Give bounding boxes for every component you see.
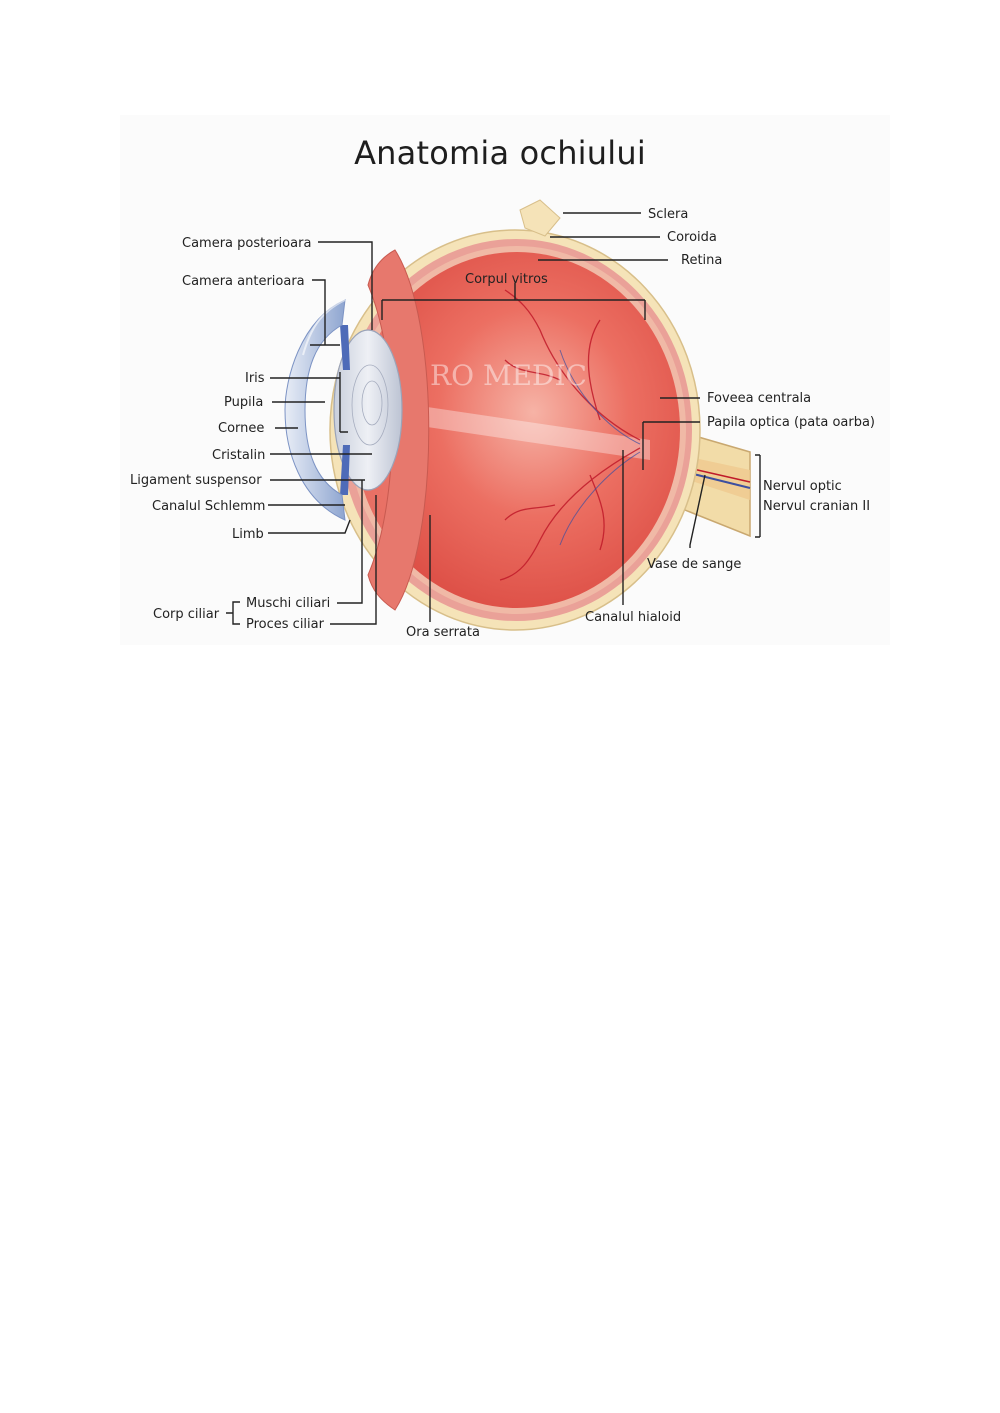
cutaway-notch	[519, 199, 561, 237]
label-nervul-cranian: Nervul cranian II	[763, 499, 870, 514]
label-ora-serrata: Ora serrata	[406, 625, 480, 640]
label-pupila: Pupila	[224, 395, 263, 410]
lens-rings	[351, 364, 389, 446]
label-corpul-vitros: Corpul vitros	[465, 272, 548, 287]
label-ligament-suspensor: Ligament suspensor	[130, 473, 262, 488]
label-cristalin: Cristalin	[212, 448, 265, 463]
label-retina: Retina	[681, 253, 722, 268]
cornea	[284, 299, 346, 521]
label-papila-optica: Papila optica (pata oarba)	[707, 415, 875, 430]
label-canalul-hialoid: Canalul hialoid	[585, 610, 681, 625]
label-foveea-centrala: Foveea centrala	[707, 391, 811, 406]
label-canalul-schlemm: Canalul Schlemm	[152, 499, 265, 514]
label-proces-ciliar: Proces ciliar	[246, 617, 325, 632]
label-muschi-ciliari: Muschi ciliari	[246, 596, 330, 611]
label-camera-anterioara: Camera anterioara	[182, 274, 305, 289]
page-title: Anatomia ochiului	[354, 134, 646, 172]
iris	[340, 325, 350, 495]
label-nervul-optic: Nervul optic	[763, 479, 842, 494]
label-vase-de-sange: Vase de sange	[647, 557, 741, 572]
lens	[333, 329, 403, 491]
label-sclera: Sclera	[648, 207, 688, 222]
label-cornee: Cornee	[218, 421, 264, 436]
label-coroida: Coroida	[667, 230, 717, 245]
label-corp-ciliar: Corp ciliar	[153, 607, 220, 622]
watermark: RO MEDIC	[430, 359, 587, 392]
leader-lines	[226, 212, 761, 625]
label-iris: Iris	[245, 371, 265, 386]
label-limb: Limb	[232, 527, 264, 542]
label-camera-posterioara: Camera posterioara	[182, 236, 311, 251]
vitreous-body	[354, 252, 680, 608]
